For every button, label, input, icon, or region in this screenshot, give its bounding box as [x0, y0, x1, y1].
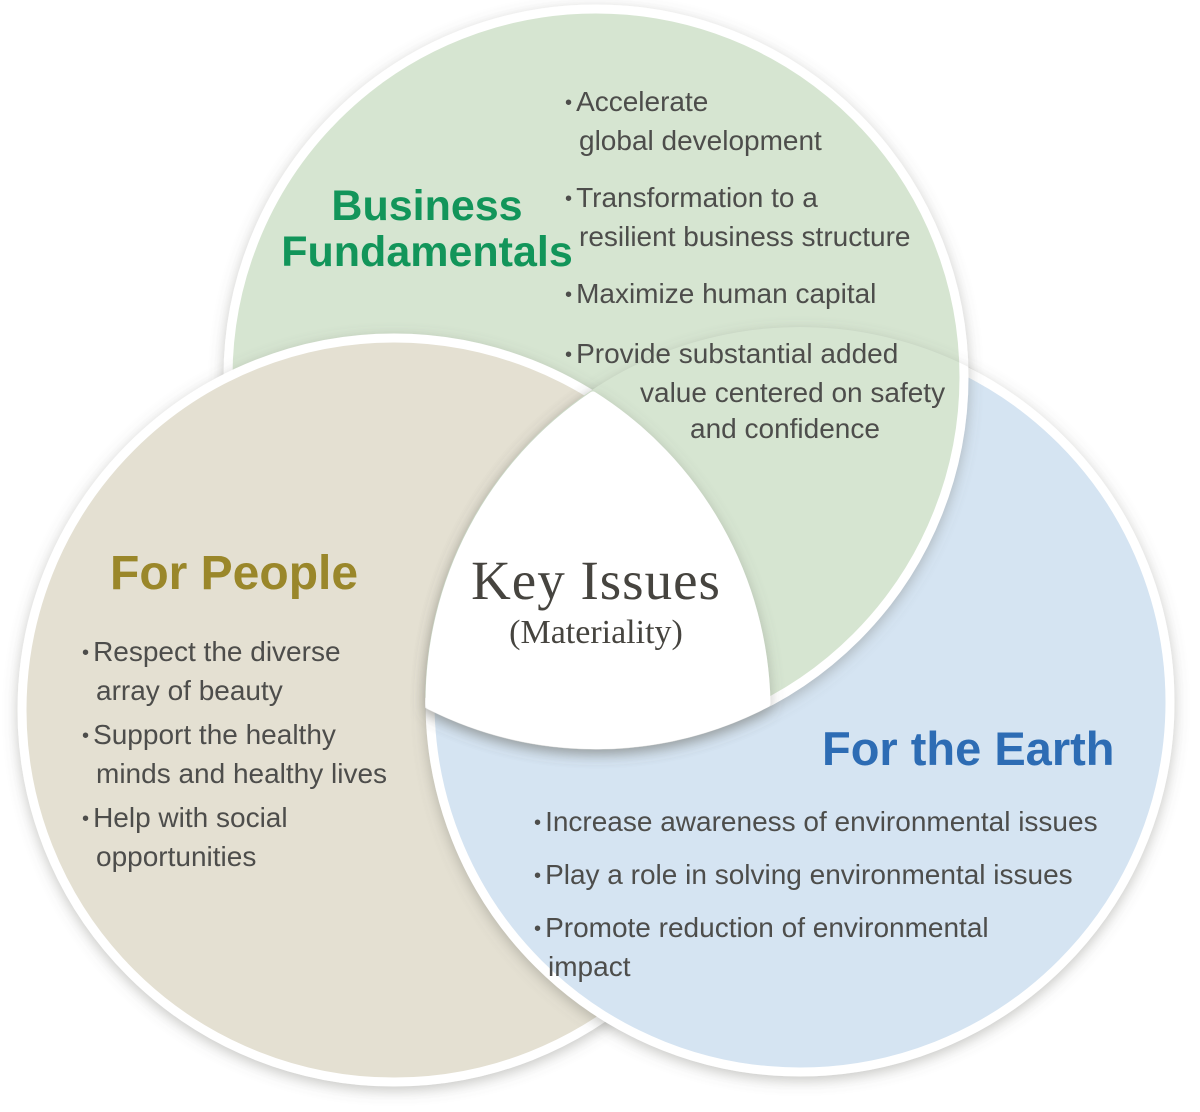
bullet-line: global development [579, 125, 822, 156]
list-item: Respect the diverse array of beauty [82, 634, 387, 709]
bullet-line: array of beauty [96, 675, 283, 706]
bullet-line: opportunities [96, 841, 257, 872]
key-issues-subtitle: (Materiality) [509, 614, 683, 651]
bullet-line: impact [548, 951, 631, 982]
list-item: Provide substantial added value centered… [565, 336, 945, 447]
list-item: Play a role in solving environmental iss… [534, 857, 1098, 896]
for-the-earth-bullets: Increase awareness of environmental issu… [534, 804, 1098, 999]
for-the-earth-title: For the Earth [822, 722, 1115, 775]
key-issues-title: Key Issues [471, 550, 721, 611]
bullet-line: Promote reduction of environmental [534, 910, 1098, 949]
bullet-line: Support the healthy [82, 717, 387, 756]
bullet-line: Play a role in solving environmental iss… [534, 857, 1098, 896]
bullet-line: Maximize human capital [565, 276, 945, 315]
bullet-line: value centered on safety [640, 377, 946, 408]
bullet-line: Provide substantial added [565, 336, 945, 375]
list-item: Maximize human capital [565, 276, 945, 315]
business-fundamentals-title: Business Fundamentals [281, 182, 573, 276]
for-people-bullets: Respect the diverse array of beauty Supp… [82, 634, 387, 883]
bullet-line: Help with social [82, 800, 387, 839]
bullet-line: Increase awareness of environmental issu… [534, 804, 1098, 843]
bullet-line: resilient business structure [579, 221, 911, 252]
bullet-line: Accelerate [565, 84, 945, 123]
key-issues-block: Key Issues (Materiality) [396, 552, 796, 653]
bullet-line: Respect the diverse [82, 634, 387, 673]
list-item: Help with social opportunities [82, 800, 387, 875]
bullet-line: and confidence [690, 413, 880, 444]
center-key-issues-region [425, 391, 771, 750]
list-item: Support the healthy minds and healthy li… [82, 717, 387, 792]
bullet-line: Transformation to a [565, 180, 945, 219]
for-people-title: For People [110, 547, 359, 600]
list-item: Increase awareness of environmental issu… [534, 804, 1098, 843]
business-fundamentals-bullets: Accelerate global development Transforma… [565, 84, 945, 468]
list-item: Transformation to a resilient business s… [565, 180, 945, 255]
bullet-line: minds and healthy lives [96, 758, 388, 789]
list-item: Accelerate global development [565, 84, 945, 159]
list-item: Promote reduction of environmental impac… [534, 910, 1098, 985]
